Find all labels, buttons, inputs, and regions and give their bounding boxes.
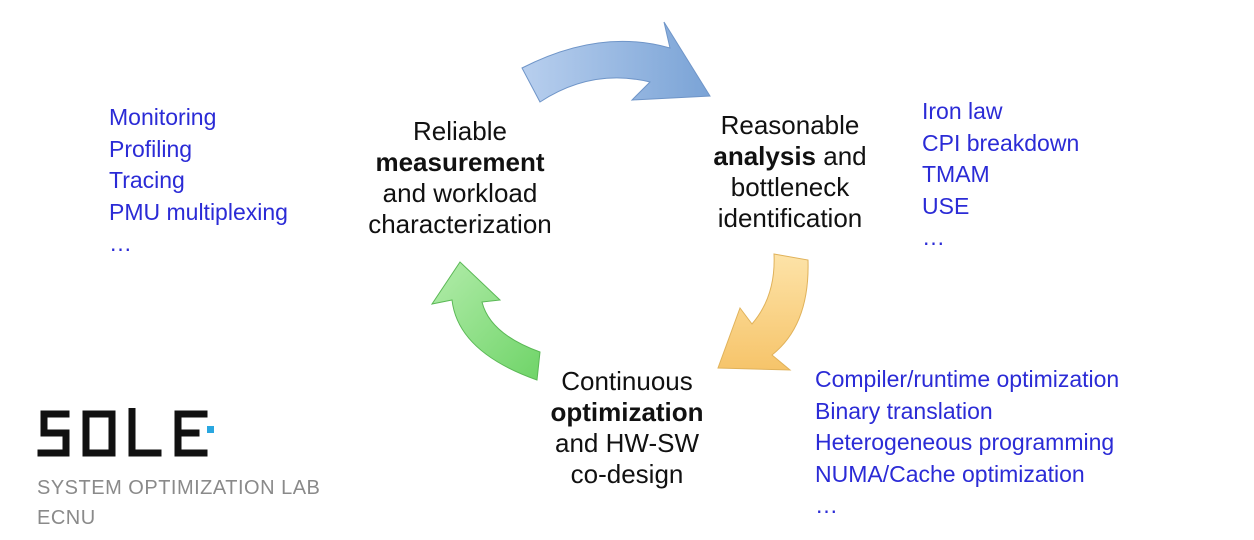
list-item: Compiler/runtime optimization	[815, 366, 1120, 392]
list-item: Heterogeneous programming	[815, 429, 1115, 455]
node-optimization-line3: and HW-SW	[555, 428, 699, 458]
lab-institution: ECNU	[37, 507, 96, 529]
list-item: CPI breakdown	[922, 129, 1080, 156]
node-analysis-line3: bottleneck	[730, 172, 850, 202]
node-measurement-keyword: measurement	[350, 147, 570, 178]
list-optimization-techniques: Compiler/runtime optimization Binary tra…	[815, 364, 1119, 522]
node-analysis-line1: Reasonable	[720, 110, 860, 140]
arrow-analysis-to-optimization	[717, 253, 809, 371]
node-measurement-line4: characterization	[368, 209, 552, 239]
list-item: Binary translation	[815, 397, 993, 424]
list-item: TMAM	[922, 161, 990, 187]
list-item: …	[815, 492, 838, 518]
list-item: …	[109, 230, 132, 256]
node-optimization-line4: co-design	[570, 459, 684, 489]
arrow-optimization-to-measurement	[430, 261, 541, 381]
list-item: PMU multiplexing	[109, 198, 288, 225]
node-analysis-suffix: and	[816, 141, 867, 171]
list-item: Tracing	[109, 167, 185, 193]
node-measurement-bold: measurement	[375, 147, 545, 177]
node-analysis-line4: identification	[717, 203, 863, 233]
node-measurement-line3: and workload	[382, 178, 538, 208]
list-analysis-methods: Iron law CPI breakdown TMAM USE …	[922, 96, 1079, 254]
arrow-measurement-to-analysis	[521, 21, 711, 103]
node-analysis-bold: analysis	[713, 141, 817, 171]
node-measurement-line1: Reliable	[413, 116, 507, 146]
list-item: NUMA/Cache optimization	[815, 460, 1085, 487]
lab-name: SYSTEM OPTIMIZATION LAB	[37, 477, 321, 499]
node-optimization-bold: optimization	[550, 397, 704, 427]
node-optimization-line1: Continuous	[561, 366, 693, 396]
list-item: …	[922, 224, 945, 250]
sole-logo-icon	[37, 408, 214, 457]
node-analysis-keyword-line: analysis and	[690, 141, 890, 172]
node-optimization-keyword: optimization	[522, 397, 732, 428]
node-analysis: Reasonable analysis and bottleneck ident…	[690, 110, 890, 234]
list-item: Iron law	[922, 98, 1003, 124]
node-optimization: Continuous optimization and HW-SW co-des…	[522, 366, 732, 490]
list-measurement-techniques: Monitoring Profiling Tracing PMU multipl…	[109, 102, 288, 260]
node-measurement: Reliable measurement and workload charac…	[350, 116, 570, 240]
list-item: Profiling	[109, 135, 193, 162]
list-item: USE	[922, 192, 970, 219]
list-item: Monitoring	[109, 104, 217, 130]
